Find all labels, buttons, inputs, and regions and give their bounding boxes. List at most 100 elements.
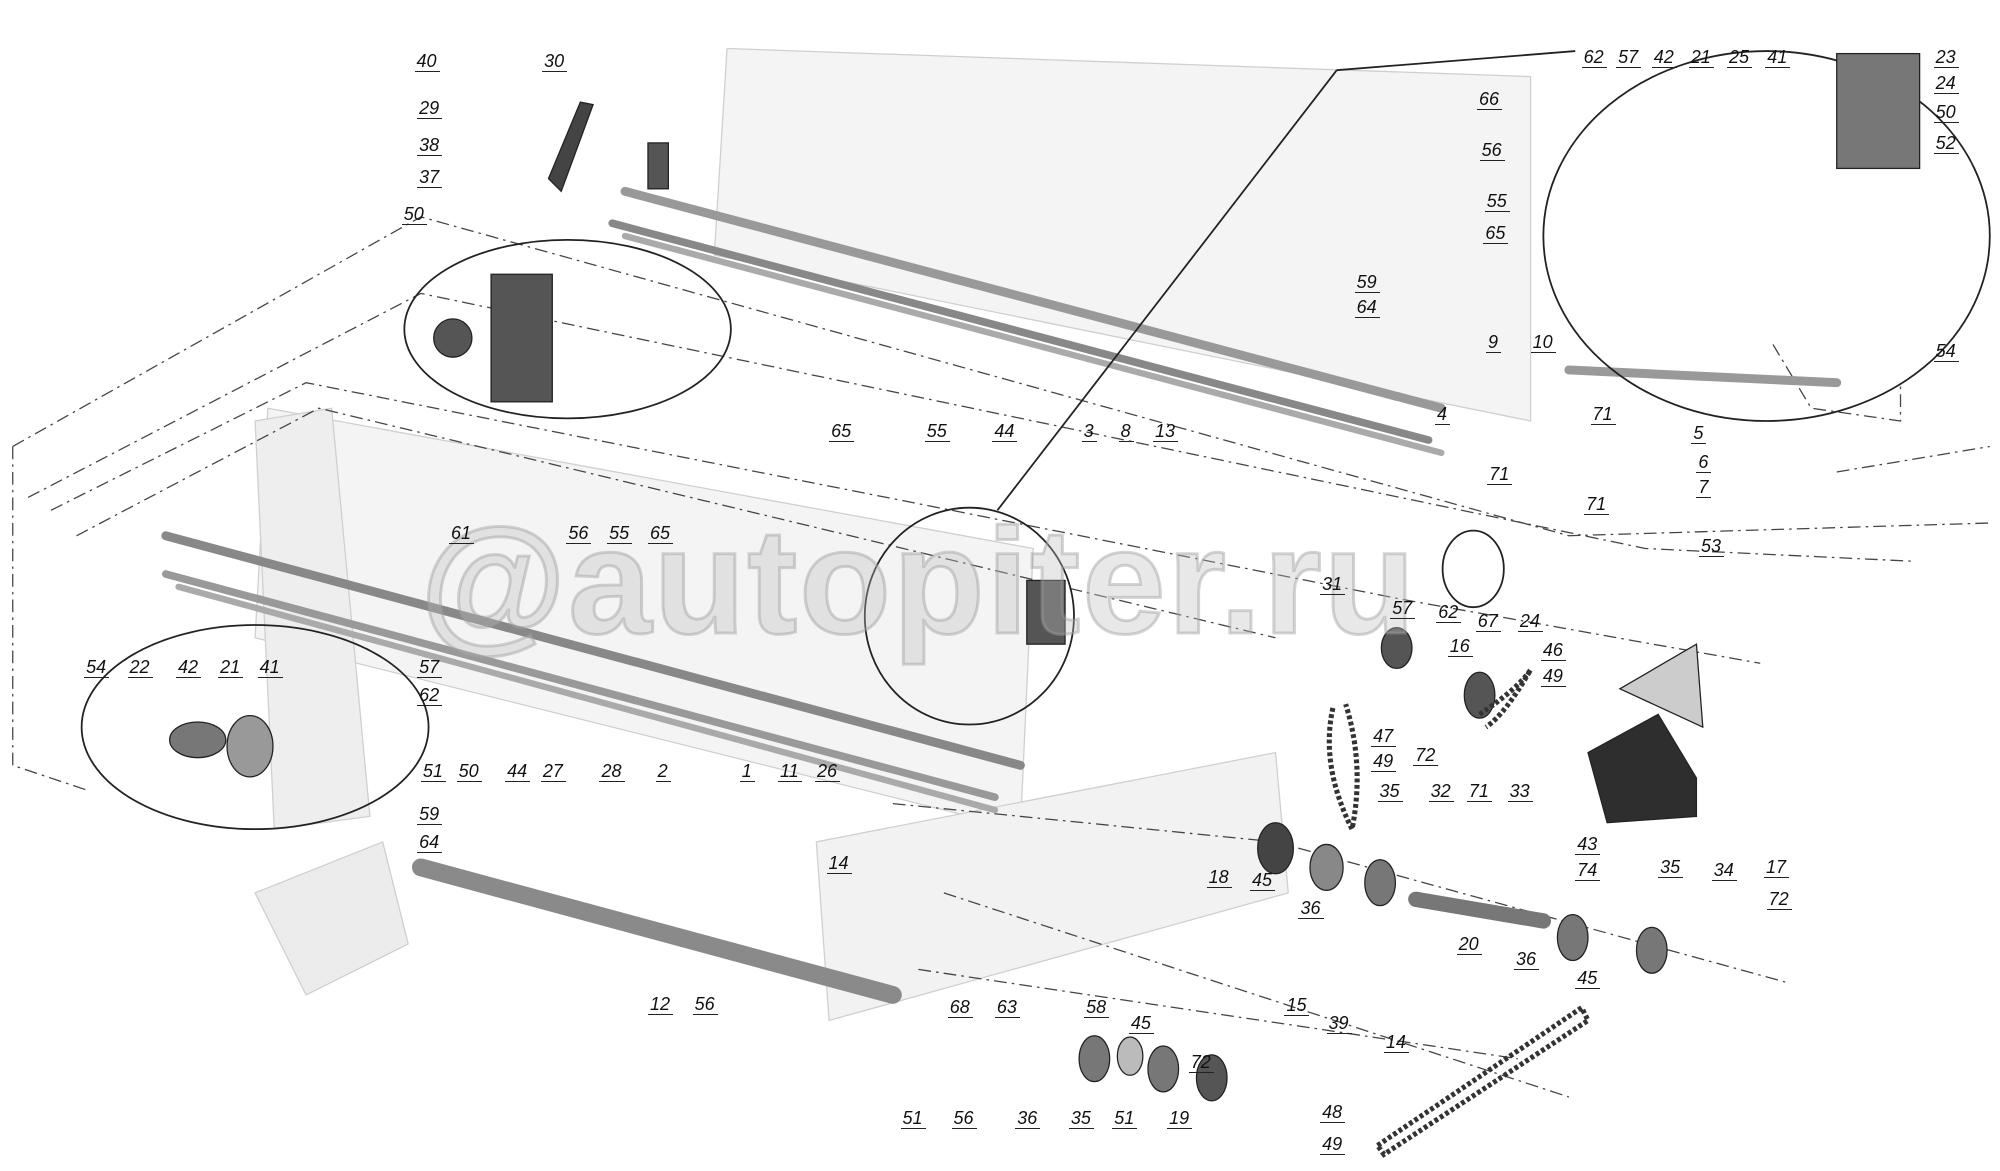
callout-label: 5 [1691, 423, 1707, 445]
callout-label: 12 [647, 994, 673, 1015]
callout-label: 13 [1153, 421, 1179, 442]
callout-label: 45 [1128, 1013, 1154, 1034]
callout-label: 68 [947, 997, 973, 1019]
callout-label: 39 [1326, 1013, 1352, 1034]
callout-label: 62 [417, 685, 443, 706]
watermark: @autopiter.ru [418, 496, 1418, 667]
callout-label: 9 [1485, 332, 1501, 353]
callout-label: 52 [1933, 133, 1959, 154]
callout-label: 8 [1118, 421, 1134, 442]
callout-label: 44 [992, 421, 1018, 442]
callout-label: 11 [778, 761, 802, 783]
callout-label: 71 [1590, 404, 1616, 426]
callout-label: 62 [1581, 47, 1607, 69]
callout-label: 7 [1696, 477, 1712, 499]
shafts [161, 186, 1842, 1004]
callout-label: 57 [1616, 47, 1642, 69]
callout-label: 28 [599, 761, 625, 783]
callout-label: 74 [1575, 860, 1601, 881]
callout-label: 31 [1320, 574, 1346, 595]
callout-label: 51 [900, 1108, 926, 1130]
callout-label: 42 [176, 657, 202, 678]
callout-label: 49 [1320, 1134, 1346, 1155]
callout-label: 56 [1479, 140, 1505, 162]
callout-label: 32 [1428, 781, 1454, 802]
callout-label: 3 [1081, 421, 1097, 442]
callout-label: 21 [218, 657, 244, 678]
callout-label: 55 [1484, 191, 1510, 213]
callout-label: 40 [414, 51, 440, 73]
callout-label: 10 [1530, 332, 1556, 353]
callout-label: 65 [647, 523, 673, 544]
callout-label: 64 [1354, 297, 1380, 319]
callout-label: 46 [1540, 640, 1566, 662]
callout-label: 66 [1477, 89, 1503, 111]
callout-label: 72 [1413, 745, 1439, 766]
callout-label: 4 [1434, 404, 1450, 426]
callout-label: 64 [417, 832, 443, 853]
callout-label: 47 [1371, 726, 1397, 747]
callout-label: 56 [692, 994, 718, 1015]
callout-label: 36 [1514, 949, 1540, 970]
callout-label: 38 [417, 135, 443, 157]
callout-label: 48 [1320, 1102, 1346, 1124]
callout-label: 18 [1206, 867, 1232, 889]
callout-label: 42 [1651, 47, 1677, 69]
callout-label: 65 [829, 421, 855, 442]
callout-label: 34 [1711, 860, 1737, 881]
callout-label: 26 [815, 761, 841, 783]
callout-label: 44 [505, 761, 531, 783]
callout-label: 45 [1575, 968, 1601, 990]
callout-label: 61 [448, 523, 474, 544]
callout-label: 2 [655, 761, 671, 783]
callout-label: 45 [1250, 870, 1276, 891]
callout-label: 54 [84, 657, 110, 678]
callout-label: 23 [1933, 47, 1959, 69]
callout-label: 56 [566, 523, 592, 544]
callout-label: 17 [1764, 857, 1790, 879]
callout-label: 57 [417, 657, 443, 678]
callout-label: 6 [1696, 452, 1712, 473]
callout-label: 72 [1766, 889, 1792, 911]
drive-chains [1326, 668, 1592, 1158]
frame-panels [254, 47, 1532, 1022]
callout-label: 33 [1507, 781, 1533, 802]
callout-label: 57 [1390, 598, 1416, 620]
callout-label: 35 [1068, 1108, 1094, 1130]
callout-label: 53 [1698, 536, 1724, 557]
callout-label: 67 [1475, 611, 1501, 632]
callout-label: 20 [1456, 934, 1482, 955]
callout-label: 71 [1584, 494, 1610, 515]
callout-label: 43 [1575, 834, 1601, 856]
callout-label: 22 [127, 657, 153, 678]
callout-label: 72 [1188, 1052, 1214, 1074]
callout-label: 36 [1298, 898, 1324, 919]
callout-label: 36 [1015, 1108, 1041, 1130]
detail-circles [80, 50, 1991, 831]
callout-label: 35 [1658, 857, 1684, 879]
callout-label: 19 [1167, 1108, 1193, 1130]
callout-label: 56 [951, 1108, 977, 1130]
callout-label: 30 [542, 51, 568, 73]
callout-label: 27 [540, 761, 566, 783]
callout-label: 71 [1466, 781, 1492, 802]
callout-label: 71 [1487, 464, 1513, 486]
callout-label: 14 [1383, 1032, 1409, 1053]
callout-label: 50 [456, 761, 482, 783]
callout-label: 24 [1933, 73, 1959, 94]
callout-label: 24 [1517, 611, 1543, 632]
callout-label: 49 [1371, 751, 1397, 773]
callout-label: 50 [401, 204, 427, 226]
callout-label: 25 [1727, 47, 1753, 69]
callout-label: 58 [1084, 997, 1110, 1019]
callout-label: 41 [1765, 47, 1791, 69]
callout-label: 65 [1483, 223, 1509, 245]
callout-label: 29 [417, 98, 443, 120]
callout-label: 62 [1436, 602, 1462, 624]
callout-label: 16 [1447, 636, 1473, 658]
callout-label: 59 [1354, 272, 1380, 293]
callout-label: 51 [1112, 1108, 1138, 1130]
callout-label: 55 [924, 421, 950, 442]
